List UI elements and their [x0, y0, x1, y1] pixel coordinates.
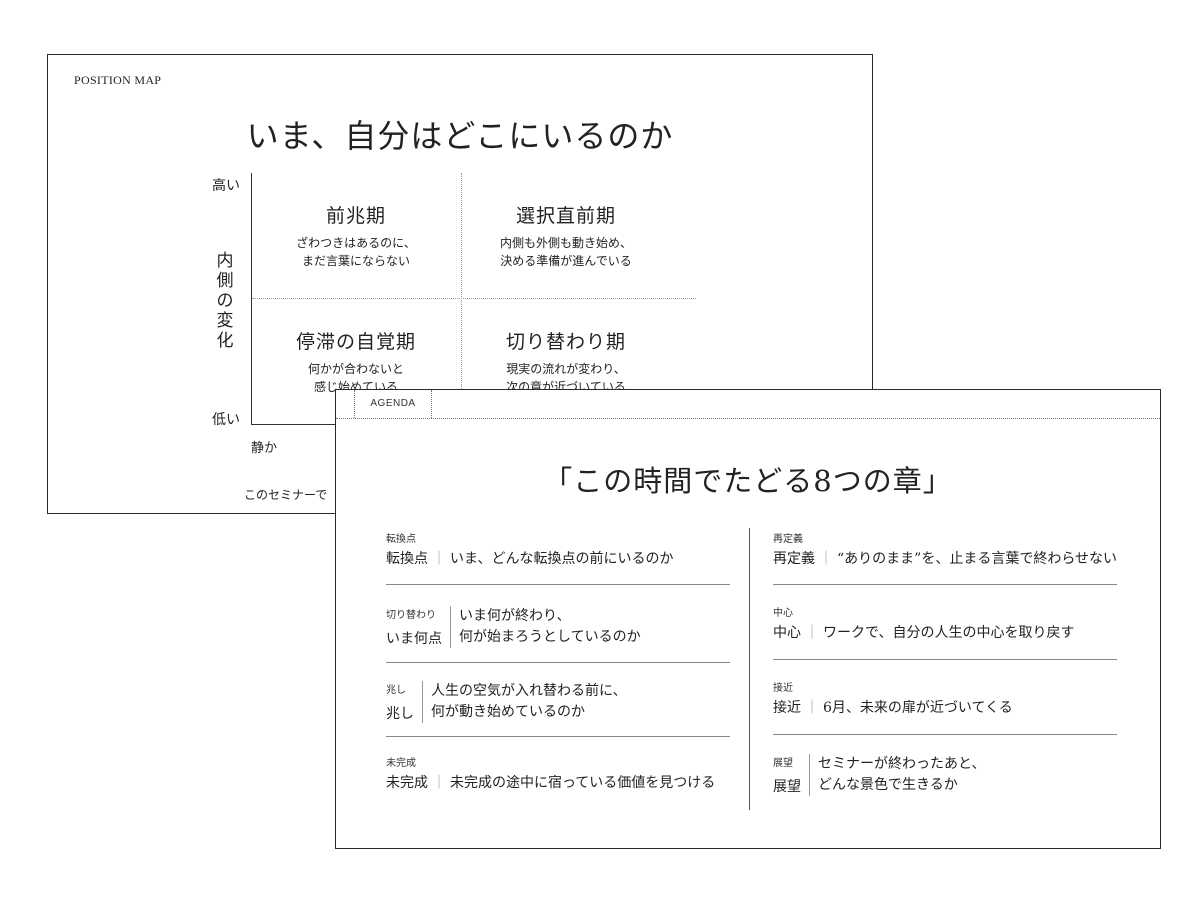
- slide-tag: POSITION MAP: [74, 73, 162, 87]
- slide-title: 「この時間でたどる8つの章」: [543, 464, 953, 498]
- y-low-label: 低い: [212, 412, 240, 428]
- agenda-header-bar: AGENDA: [336, 390, 1160, 419]
- grid-vertical: [461, 173, 462, 425]
- y-high-label: 高い: [212, 178, 240, 194]
- agenda-item: 再定義 再定義｜“ありのまま”を、止まる言葉で終わらせない: [773, 530, 1117, 586]
- agenda-item: 未完成 未完成｜未完成の途中に宿っている価値を見つける: [386, 758, 716, 791]
- agenda-item: 兆し兆し 人生の空気が入れ替わる前に、何が動き始めているのか: [386, 679, 730, 737]
- agenda-item: 転換点 転換点｜いま、どんな転換点の前にいるのか: [386, 530, 730, 586]
- quadrant-top-left: 前兆期 ざわつきはあるのに、まだ言葉にならない: [296, 205, 416, 268]
- slide-title: いま、自分はどこにいるのか: [246, 117, 674, 155]
- y-axis-title: 内 側 の 変 化: [216, 251, 234, 351]
- column-divider: [749, 528, 750, 810]
- agenda-item: 切り替わりいま何点 いま何が終わり、何が始まろうとしているのか: [386, 604, 730, 663]
- grid-horizontal: [252, 298, 696, 299]
- agenda-item: 中心 中心｜ワークで、自分の人生の中心を取り戻す: [773, 604, 1117, 660]
- x-left-label: 静か: [251, 441, 278, 456]
- agenda-slide: AGENDA 「この時間でたどる8つの章」 転換点 転換点｜いま、どんな転換点の…: [335, 389, 1161, 849]
- quadrant-bottom-left: 停滞の自覚期 何かが合わないと感じ始めている: [295, 331, 416, 394]
- y-axis-line: [251, 173, 252, 425]
- quadrant-top-right: 選択直前期 内側も外側も動き始め、決める準備が進んでいる: [499, 205, 632, 268]
- agenda-item: 展望展望 セミナーが終わったあと、どんな景色で生きるか: [773, 754, 986, 796]
- footer-text: このセミナーで: [244, 488, 328, 502]
- quadrant-bottom-right: 切り替わり期 現実の流れが変わり、次の章が近づいている: [505, 331, 626, 394]
- agenda-item: 接近 接近｜6月、未来の扉が近づいてくる: [773, 679, 1117, 735]
- slide-tag: AGENDA: [354, 390, 432, 418]
